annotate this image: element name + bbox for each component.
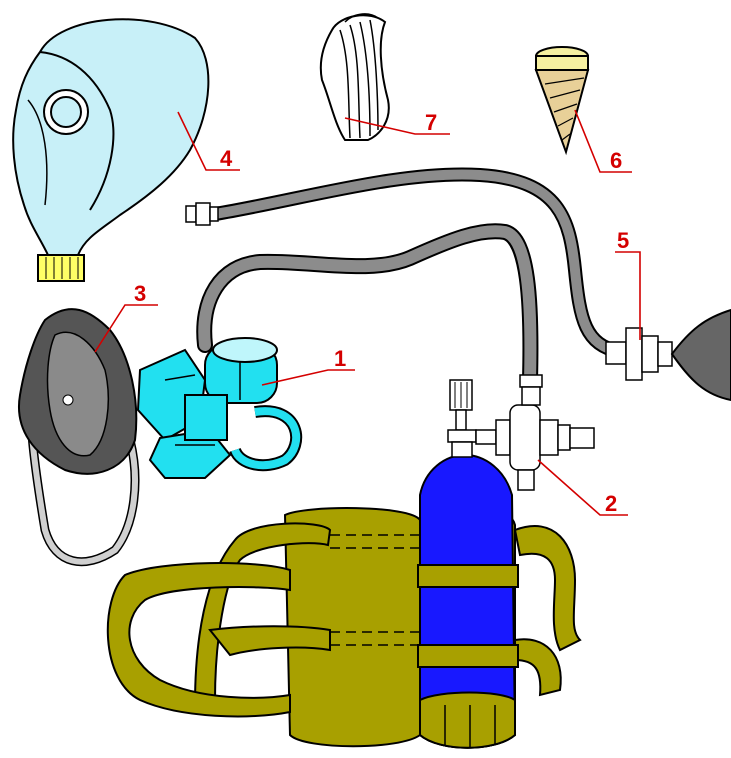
callout-1: 1 — [334, 346, 346, 371]
callout-6: 6 — [610, 148, 622, 173]
strap-icon — [321, 14, 389, 140]
oxygen-cylinder-icon — [418, 455, 518, 748]
breathing-valve-box-icon — [138, 338, 296, 478]
cone-plug-icon — [536, 47, 588, 152]
callout-4: 4 — [220, 146, 233, 171]
callout-2: 2 — [605, 491, 617, 516]
hose-adapter-icon — [606, 310, 731, 400]
callout-3: 3 — [134, 281, 146, 306]
callout-5: 5 — [617, 228, 629, 253]
protective-hood-icon — [13, 19, 208, 281]
half-mask-icon — [19, 309, 136, 562]
callout-7: 7 — [425, 110, 437, 135]
